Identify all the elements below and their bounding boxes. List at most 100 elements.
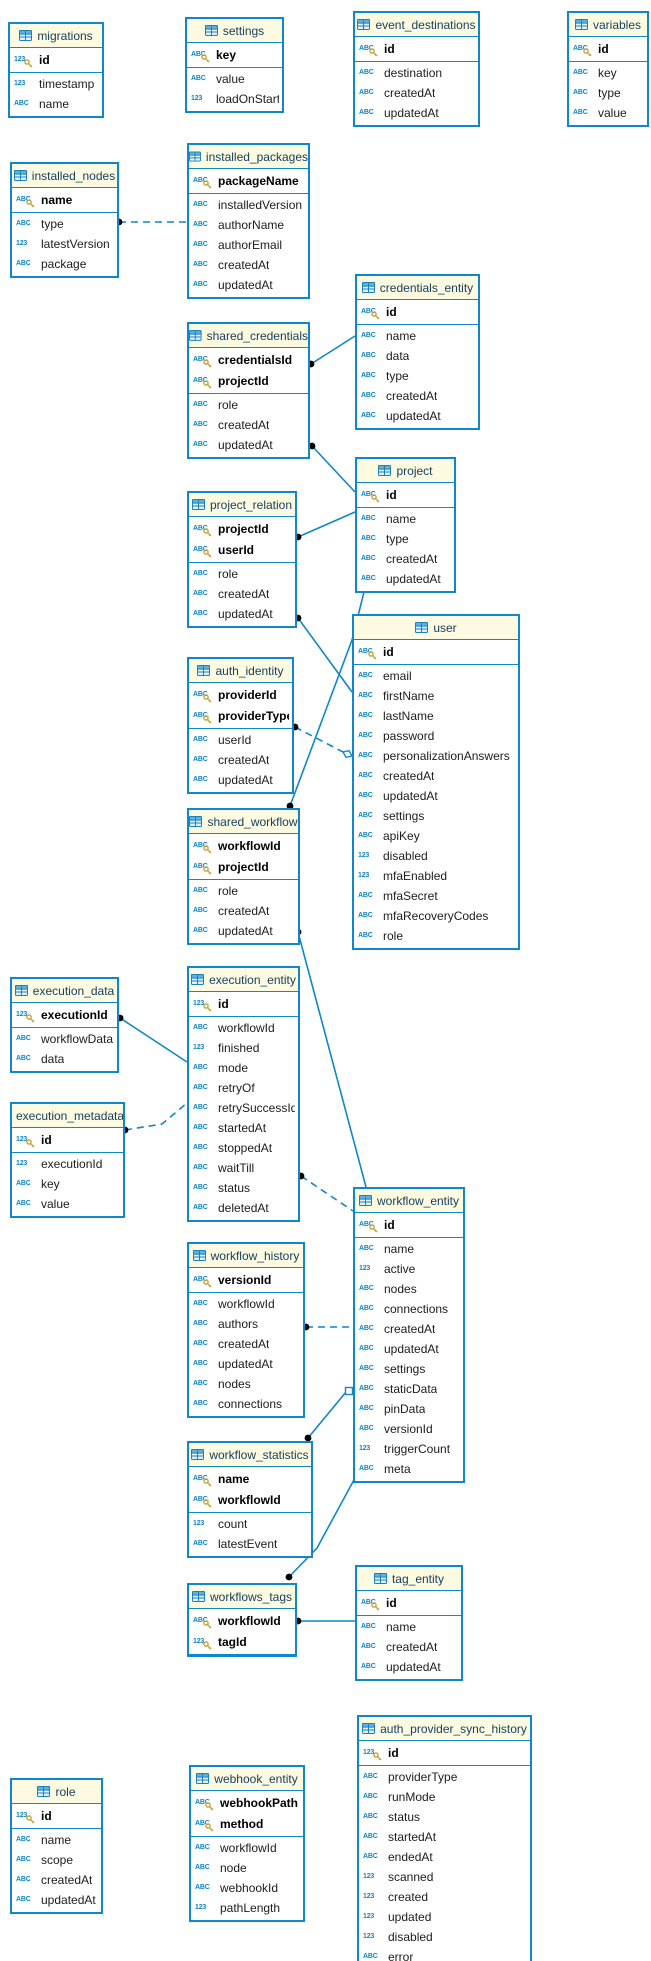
column-type-text-icon: ABC xyxy=(195,1884,210,1891)
table-header[interactable]: execution_entity xyxy=(189,968,298,992)
primary-key-icon xyxy=(203,527,212,536)
column-name: installedVersion xyxy=(218,198,303,212)
table-settings[interactable]: settingsABCkeyABCvalue123loadOnStartup xyxy=(185,17,284,113)
table-header[interactable]: variables xyxy=(569,13,647,37)
column-name: data xyxy=(386,349,410,363)
column-name: package xyxy=(41,257,87,271)
column-name: authors xyxy=(218,1317,259,1331)
table-header[interactable]: settings xyxy=(187,19,282,43)
column-type-number-icon: 123 xyxy=(359,1445,371,1452)
table-header[interactable]: tag_entity xyxy=(357,1567,461,1591)
column-name: settings xyxy=(383,809,425,823)
column-name: createdAt xyxy=(383,769,435,783)
column-type-text-icon: ABC xyxy=(359,1385,374,1392)
column-type-text-icon: ABC xyxy=(358,812,373,819)
relationship-workflow_history-to-workflow_entity xyxy=(302,1323,353,1331)
table-header[interactable]: auth_provider_sync_history xyxy=(359,1717,530,1741)
column-name: updatedAt xyxy=(386,572,441,586)
table-header[interactable]: shared_workflow xyxy=(189,810,298,834)
table-header[interactable]: role xyxy=(12,1780,101,1804)
table-icon xyxy=(191,1449,205,1460)
table-header[interactable]: project xyxy=(357,459,454,483)
table-header[interactable]: workflow_entity xyxy=(355,1189,463,1213)
table-header[interactable]: workflow_history xyxy=(189,1244,303,1268)
column-type-text-icon: ABC xyxy=(358,692,373,699)
table-header[interactable]: installed_packages xyxy=(189,145,308,169)
column-name: createdAt xyxy=(218,418,270,432)
columns-section: ABCvalue123loadOnStartup xyxy=(187,68,282,111)
table-header[interactable]: migrations xyxy=(10,24,102,48)
column-name: id xyxy=(383,644,394,659)
table-header[interactable]: event_destinations xyxy=(355,13,478,37)
table-icon xyxy=(191,1591,205,1602)
column-type-text-icon: ABC xyxy=(16,1200,31,1207)
table-header[interactable]: project_relation xyxy=(189,493,295,517)
table-header[interactable]: execution_data xyxy=(12,979,117,1003)
column-name: type xyxy=(386,532,409,546)
table-header[interactable]: workflows_tags xyxy=(189,1585,295,1609)
column-type-text-icon: ABC xyxy=(573,69,588,76)
table-header[interactable]: auth_identity xyxy=(189,659,292,683)
column-name: deletedAt xyxy=(218,1201,269,1215)
table-header[interactable]: shared_credentials xyxy=(189,324,308,348)
column-type-text-icon: ABC xyxy=(358,672,373,679)
table-header[interactable]: execution_metadata xyxy=(12,1104,123,1128)
column-name: updatedAt xyxy=(218,1357,273,1371)
column-type-text-icon: ABC xyxy=(193,546,214,557)
table-header[interactable]: workflow_statistics xyxy=(189,1443,311,1467)
column-type-text-icon: ABC xyxy=(358,772,373,779)
primary-key-icon xyxy=(369,1223,378,1232)
table-header[interactable]: credentials_entity xyxy=(357,276,478,300)
table-header[interactable]: installed_nodes xyxy=(12,164,117,188)
column-type-text-icon: ABC xyxy=(359,1245,374,1252)
table-header[interactable]: user xyxy=(354,616,518,640)
table-header[interactable]: webhook_entity xyxy=(191,1767,303,1791)
column-type-text-icon: ABC xyxy=(16,1896,31,1903)
primary-key-icon xyxy=(203,548,212,557)
